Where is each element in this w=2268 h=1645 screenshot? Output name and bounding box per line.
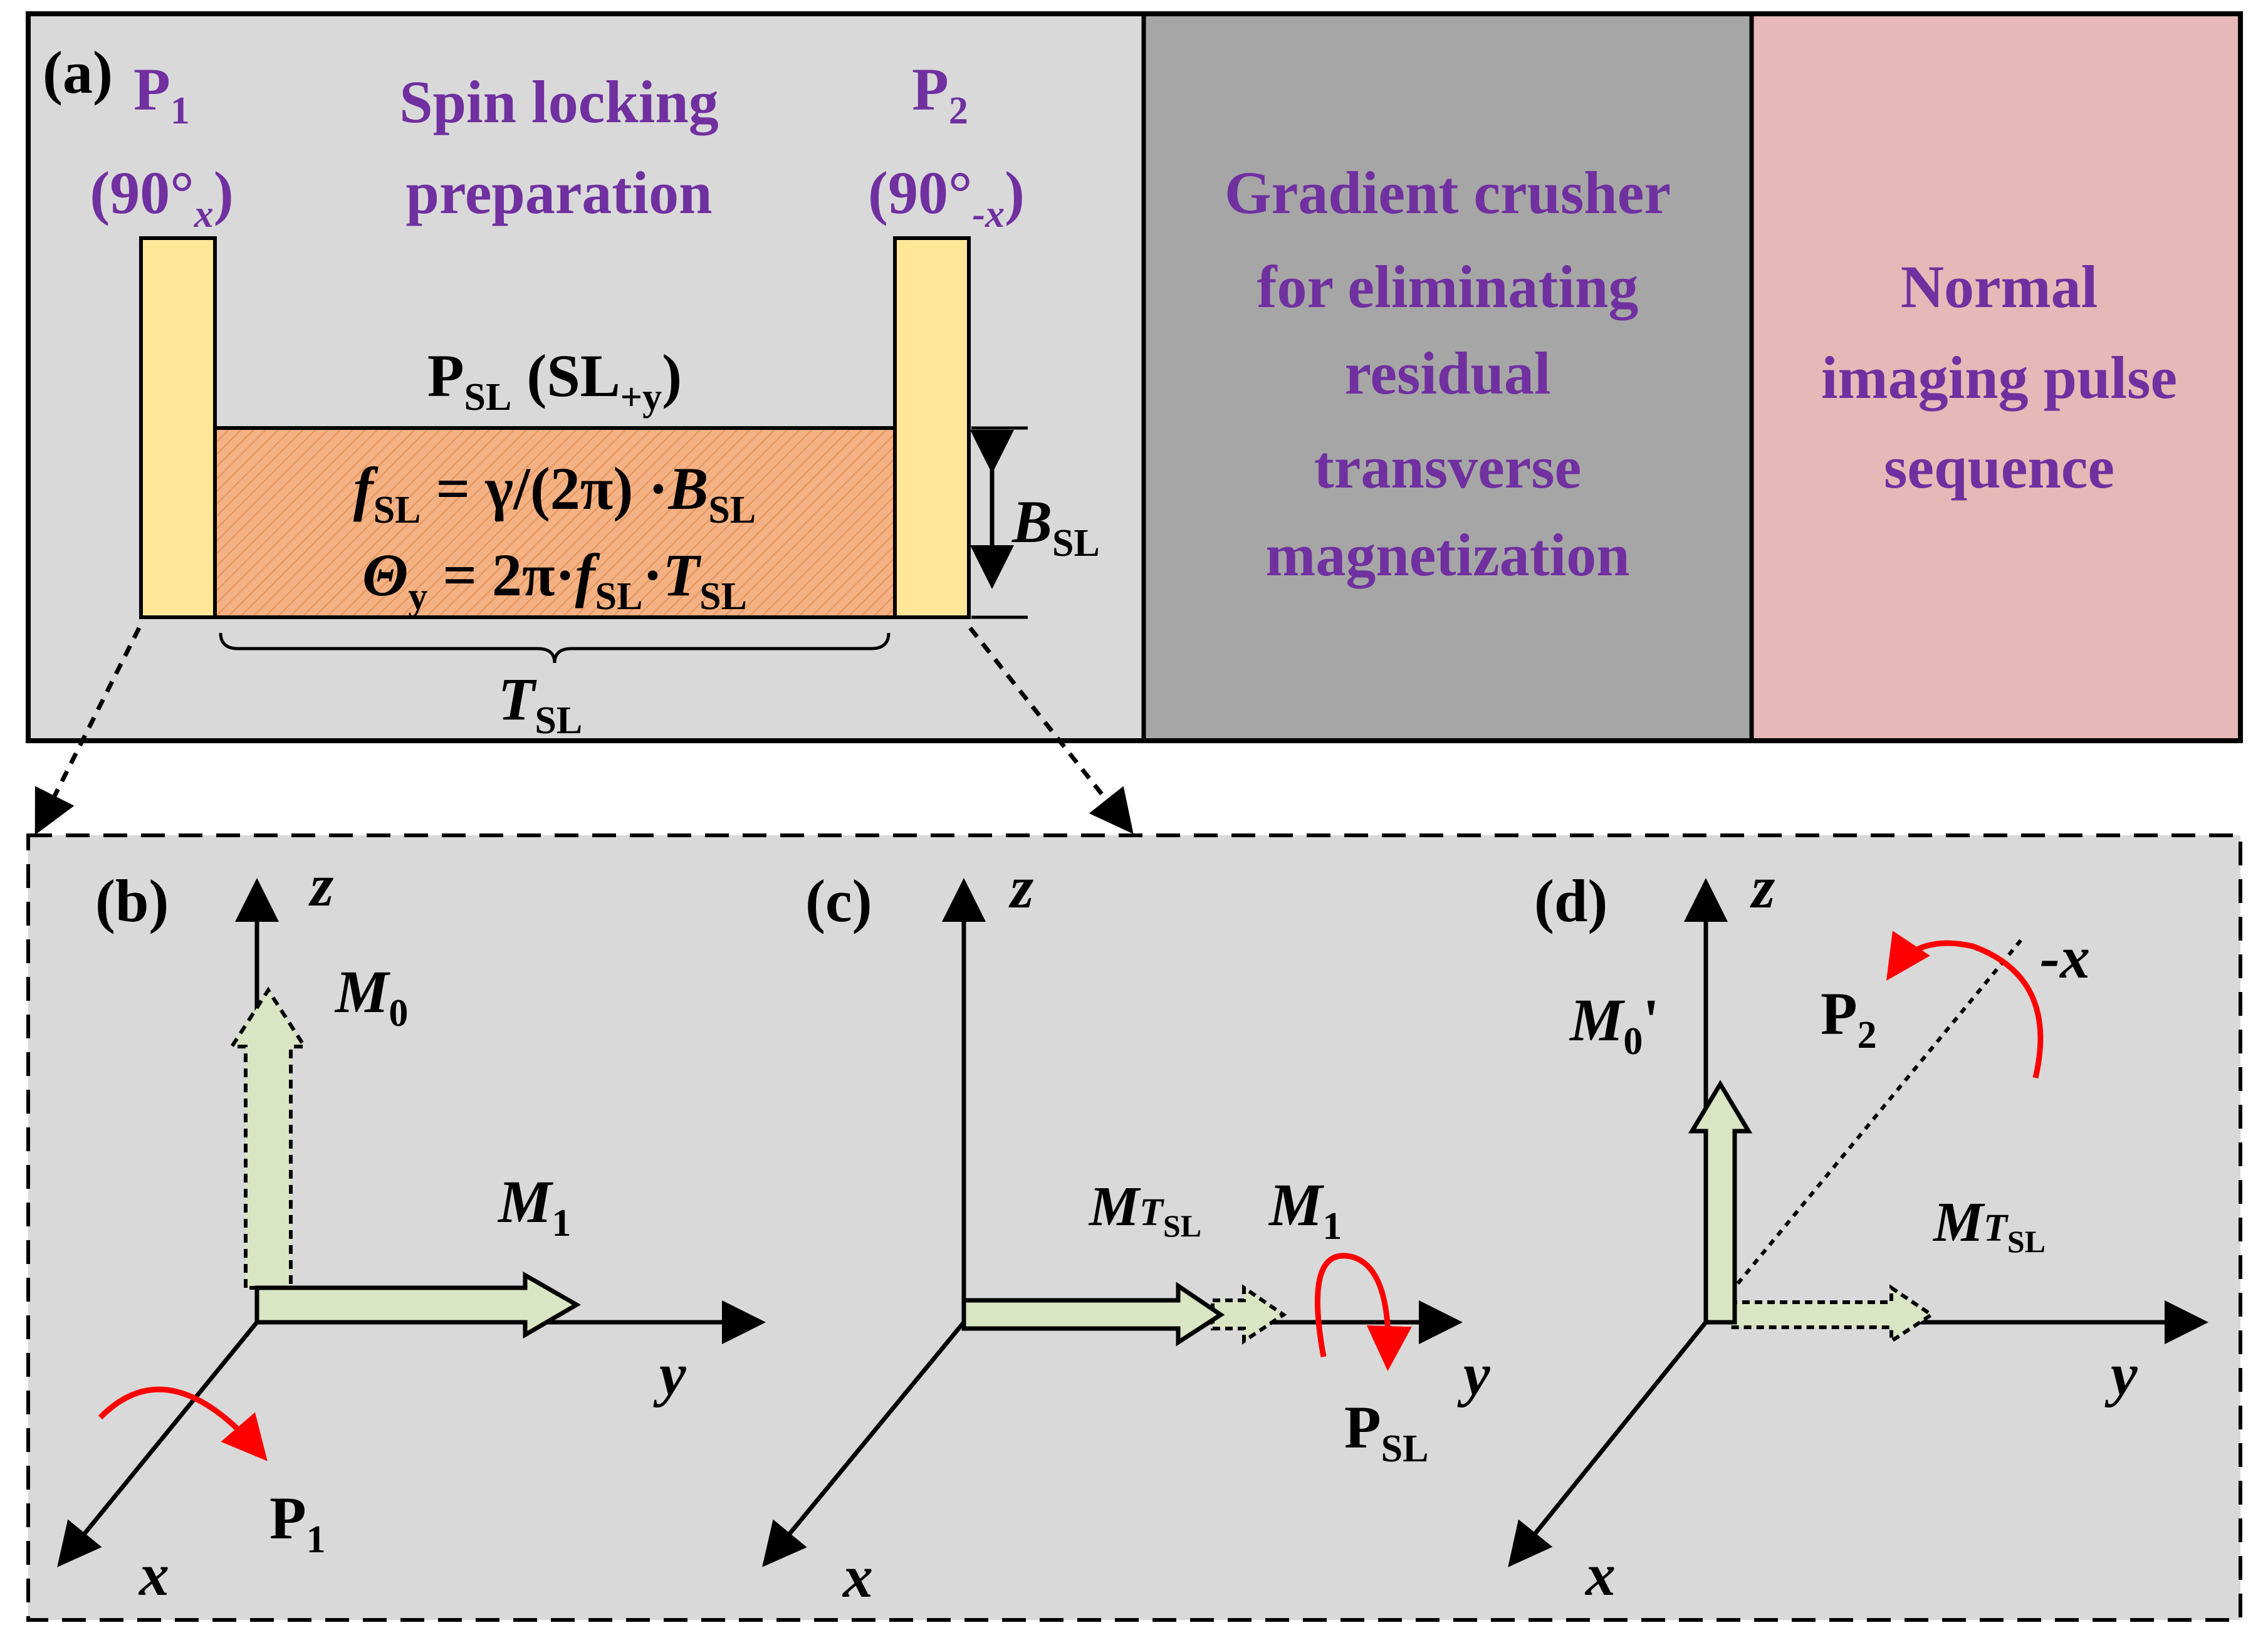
- bottom-panel: (b) z y x M0 M1 P1 (c) z y x: [26, 833, 2242, 1622]
- m1-vector: [254, 1271, 581, 1339]
- crusher-line-1: Gradient crusher: [1225, 159, 1671, 226]
- panel-b-label: (b): [95, 867, 169, 934]
- formula-fsl: fSL = γ/(2π) ·BSL: [353, 455, 756, 531]
- imaging-line-1: Normal: [1901, 253, 2098, 320]
- p1-pulse-block: [139, 236, 217, 619]
- p1-angle: (90°x): [90, 159, 233, 236]
- m0-vector: [228, 986, 308, 1290]
- m0-prime-label: M0': [1569, 986, 1659, 1063]
- m0-prime-vector: [1688, 1080, 1753, 1325]
- connector-arrow-right: [968, 626, 1134, 834]
- spin-lock-title-line2: preparation: [406, 159, 713, 226]
- panel-d: (d) z y x -x M0' MTSL P2: [1508, 854, 2208, 1608]
- panel-d-label: (d): [1534, 867, 1607, 934]
- tsl-brace: [219, 632, 891, 664]
- crusher-line-5: magnetization: [1265, 521, 1629, 588]
- formula-theta: Θy = 2π·fSL·TSL: [362, 541, 747, 618]
- tsl-label: TSL: [498, 666, 582, 742]
- axis-x: [1508, 1320, 1708, 1567]
- panel-c-label: (c): [805, 867, 872, 934]
- axis-x-label: x: [138, 1541, 169, 1608]
- axis-x: [762, 1320, 966, 1567]
- connector-arrow-left: [34, 627, 142, 835]
- m1-label: M1: [497, 1168, 571, 1245]
- p2-label: P2: [912, 56, 968, 132]
- m0-label: M0: [334, 958, 408, 1035]
- panel-b: (b) z y x M0 M1 P1: [57, 852, 766, 1608]
- p1-rotation-label: P1: [269, 1485, 326, 1561]
- imaging-line-3: sequence: [1884, 434, 2114, 501]
- crusher-block: [1144, 14, 1752, 741]
- crusher-line-3: residual: [1345, 340, 1551, 407]
- axis-neg-x-label: -x: [2040, 924, 2090, 991]
- p1-rotation-arrow: [98, 1386, 268, 1461]
- axis-z-label: z: [1008, 854, 1033, 921]
- mtsl-vector-dashed: [1728, 1284, 1935, 1345]
- p2-rotation-label: P2: [1821, 980, 1877, 1057]
- crusher-line-2: for eliminating: [1257, 253, 1639, 320]
- axis-x-label: x: [842, 1543, 873, 1610]
- p2-rotation-arrow: [1886, 931, 2044, 1079]
- imaging-line-2: imaging pulse: [1821, 344, 2177, 411]
- p2-angle: (90°-x): [868, 159, 1025, 236]
- p1-label: P1: [133, 56, 190, 132]
- mtsl-vector: [961, 1282, 1225, 1347]
- imaging-block: [1752, 14, 2240, 741]
- p2-pulse-block: [893, 236, 971, 619]
- psl-label: PSL (SL+y): [427, 342, 682, 419]
- psl-rotation-arrow: [1315, 1253, 1412, 1371]
- m1-label: M1: [1268, 1171, 1342, 1248]
- panel-a: (a) P1 (90°x) Spin locking preparation P…: [26, 11, 2243, 743]
- top-band-border: [26, 11, 2243, 743]
- axis-z-label: z: [308, 852, 333, 919]
- panel-a-label: (a): [43, 39, 113, 106]
- psl-rotation-label: PSL: [1344, 1394, 1428, 1470]
- bsl-label: BSL: [1011, 488, 1100, 565]
- spin-lock-title-line1: Spin locking: [399, 68, 719, 135]
- mtsl-label: MTSL: [1932, 1191, 2046, 1259]
- bottom-panel-background: [26, 833, 2242, 1622]
- mtsl-label: MTSL: [1088, 1176, 1201, 1243]
- axis-x-label: x: [1584, 1541, 1616, 1608]
- axis-z-label: z: [1750, 854, 1775, 921]
- crusher-line-4: transverse: [1314, 434, 1582, 501]
- m1-vector-dashed: [1211, 1284, 1287, 1345]
- axis-x: [57, 1320, 259, 1567]
